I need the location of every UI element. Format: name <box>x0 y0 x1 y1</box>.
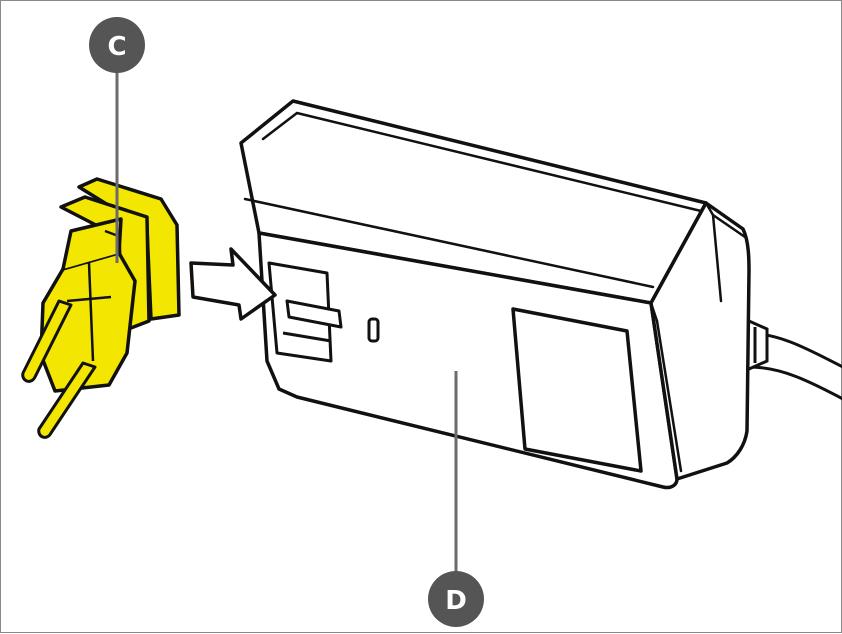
plug-adapter <box>41 179 179 391</box>
callout-d-label: D <box>445 586 467 616</box>
label-plate <box>513 309 641 471</box>
callout-c: C <box>89 17 145 73</box>
callout-c-label: C <box>107 32 126 62</box>
callout-d: D <box>428 571 484 627</box>
indicator-mark <box>369 319 378 341</box>
